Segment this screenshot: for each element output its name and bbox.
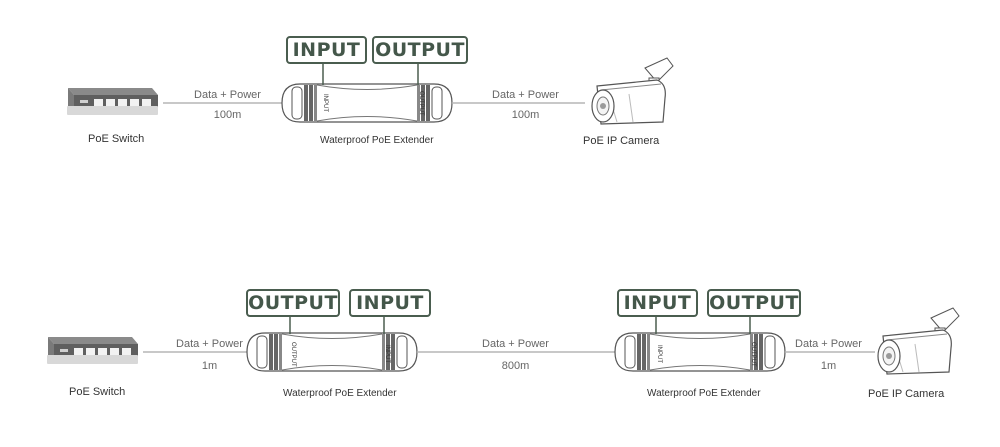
d2-poe-switch-icon <box>47 337 138 364</box>
d1-input-tag: INPUT <box>286 36 367 64</box>
d2-ext2-output-tag: OUTPUT <box>707 289 801 317</box>
d2-ext2-caption: Waterproof PoE Extender <box>647 388 761 399</box>
d1-port-left-label: INPUT <box>322 94 328 112</box>
d1-camera-caption: PoE IP Camera <box>583 135 660 147</box>
d2-ext2-port-right-label: OUTPUT <box>750 341 756 367</box>
d2-ext2-input-tag: INPUT <box>617 289 698 317</box>
d2-switch-caption: PoE Switch <box>69 386 126 398</box>
d1-extender-icon <box>281 83 453 123</box>
d2-link3-top-label: Data + Power <box>795 338 862 350</box>
d2-link2-bottom-label: 800m <box>501 360 530 372</box>
d1-poe-switch-icon <box>67 88 158 115</box>
d1-output-tag: OUTPUT <box>372 36 468 64</box>
d2-camera-caption: PoE IP Camera <box>868 388 945 400</box>
d1-link1-bottom-label: 100m <box>213 109 242 121</box>
d1-camera-icon <box>591 57 674 125</box>
d1-link2-bottom-label: 100m <box>511 109 540 121</box>
d2-ext2-port-left-label: INPUT <box>656 345 662 363</box>
d2-extender-2-icon <box>614 332 786 372</box>
d1-extender-caption: Waterproof PoE Extender <box>320 135 434 146</box>
d2-ext1-output-tag: OUTPUT <box>246 289 340 317</box>
d2-link1-bottom-label: 1m <box>201 360 218 372</box>
d2-extender-1-icon <box>246 332 418 372</box>
d2-link3-bottom-label: 1m <box>820 360 837 372</box>
d2-ext1-caption: Waterproof PoE Extender <box>283 388 397 399</box>
d2-camera-icon <box>877 307 960 375</box>
d1-link1-top-label: Data + Power <box>194 89 261 101</box>
d1-port-right-label: OUTPUT <box>418 90 424 116</box>
d2-link2-top-label: Data + Power <box>482 338 549 350</box>
d2-ext1-port-left-label: OUTPUT <box>290 341 296 367</box>
d2-ext1-port-right-label: INPUT <box>384 345 390 363</box>
d2-link1-top-label: Data + Power <box>176 338 243 350</box>
d1-switch-caption: PoE Switch <box>88 133 145 145</box>
d1-link2-top-label: Data + Power <box>492 89 559 101</box>
d2-ext1-input-tag: INPUT <box>349 289 431 317</box>
